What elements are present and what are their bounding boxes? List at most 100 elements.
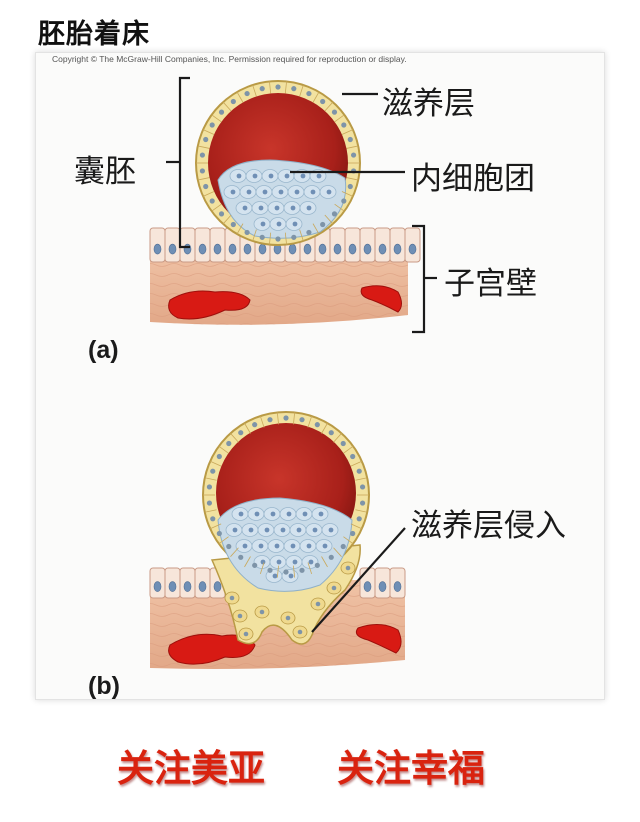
cell-nucleus [248, 527, 254, 533]
trophoblast-nucleus [275, 84, 281, 90]
cell-nucleus [183, 581, 192, 592]
cell-boundary [324, 214, 334, 225]
trophoblast-nucleus [238, 430, 244, 436]
cell-nucleus [280, 527, 286, 533]
blood-vessel [168, 290, 251, 320]
cell-nucleus [243, 243, 252, 255]
trophoblast-nucleus [216, 453, 222, 460]
cell-nucleus [318, 243, 327, 255]
cell-nucleus [302, 511, 308, 517]
cell-nucleus [393, 243, 402, 255]
trophoblast-nucleus [267, 417, 273, 423]
cell-nucleus [326, 189, 332, 195]
cell-boundary [334, 203, 345, 212]
cell-nucleus [303, 243, 312, 255]
cell-nucleus [345, 565, 351, 571]
cell-nucleus [268, 173, 274, 179]
trophoblast-nucleus [341, 198, 347, 204]
cell-nucleus [237, 613, 243, 619]
trophoblast-nucleus [347, 136, 353, 143]
cell-boundary [211, 203, 222, 212]
cell-nucleus [331, 585, 337, 591]
cell-boundary [276, 565, 279, 578]
cell-nucleus [270, 511, 276, 517]
cell-boundary [284, 81, 287, 94]
cell-nucleus [316, 173, 322, 179]
cell-nucleus [258, 243, 267, 255]
trophoblast-nucleus [359, 500, 366, 506]
cell-nucleus [153, 581, 162, 592]
trophoblast-nucleus [350, 530, 356, 537]
cell-boundary [321, 556, 328, 568]
cell-nucleus [198, 243, 207, 255]
cell-nucleus [252, 173, 258, 179]
cell-boundary [341, 191, 354, 197]
cell-nucleus [286, 511, 292, 517]
trophoblast-layer [203, 412, 369, 578]
trophoblast-nucleus [210, 516, 216, 522]
cell-nucleus [408, 243, 417, 255]
cell-boundary [244, 556, 251, 568]
cell-nucleus [238, 511, 244, 517]
cell-nucleus [272, 573, 278, 579]
cell-boundary [204, 477, 217, 481]
trophoblast-nucleus [238, 554, 244, 560]
cell-boundary [204, 509, 217, 513]
panel-a-tissue [149, 227, 421, 325]
panel-a-annotations [166, 76, 437, 334]
trophoblast-nucleus [340, 543, 346, 550]
cell-boundary [321, 422, 328, 434]
cell-nucleus [294, 189, 300, 195]
trophoblast-nucleus [328, 554, 334, 560]
cell-nucleus [306, 543, 312, 549]
trophoblast-nucleus [320, 221, 326, 228]
trophoblast-nucleus [209, 122, 215, 128]
trophoblast-nucleus [328, 430, 334, 436]
cell-boundary [355, 509, 368, 513]
cell-boundary [222, 101, 232, 112]
cell-nucleus [274, 543, 280, 549]
cell-nucleus [260, 221, 266, 227]
cell-boundary [211, 114, 222, 123]
cell-boundary [346, 177, 359, 181]
cell-nucleus [378, 581, 387, 592]
cell-boundary [324, 101, 334, 112]
cell-boundary [350, 523, 362, 530]
trophoblast-nucleus [306, 229, 312, 236]
trophoblast-nucleus [209, 198, 215, 204]
trophoblast-nucleus [350, 453, 356, 460]
cell-boundary [334, 114, 345, 123]
cell-nucleus [242, 205, 248, 211]
label-trophoblast: 滋养层 [382, 86, 475, 122]
trophoblast-nucleus [320, 98, 326, 105]
blastocyst-bracket [178, 76, 190, 249]
cell-nucleus [258, 205, 264, 211]
cell-nucleus [363, 243, 372, 255]
footer-right-slogan: 关注幸福 [337, 747, 485, 790]
panel-a-blastocyst [195, 80, 361, 246]
cell-boundary [236, 223, 244, 235]
trophoblast-nucleus [226, 543, 232, 550]
cell-nucleus [168, 243, 177, 255]
trophoblast-nucleus [259, 234, 265, 240]
cell-boundary [252, 84, 257, 97]
cell-nucleus [230, 189, 236, 195]
cell-nucleus [285, 615, 291, 621]
cell-nucleus [168, 581, 177, 592]
panel-b-tissue [149, 567, 406, 669]
cell-boundary [312, 91, 320, 103]
cell-nucleus [288, 573, 294, 579]
cell-boundary [333, 547, 342, 557]
cell-nucleus [198, 581, 207, 592]
cell-nucleus [262, 189, 268, 195]
cell-nucleus [322, 543, 328, 549]
trophoblast-nucleus [206, 500, 213, 506]
label-trophoblast-invasion: 滋养层侵入 [411, 508, 566, 544]
cell-nucleus [310, 189, 316, 195]
cell-boundary [284, 232, 287, 245]
cell-boundary [202, 129, 215, 135]
trophoblast-nucleus [275, 236, 281, 242]
cell-boundary [307, 562, 313, 575]
cell-nucleus [290, 205, 296, 211]
trophoblast-nucleus [359, 484, 366, 490]
